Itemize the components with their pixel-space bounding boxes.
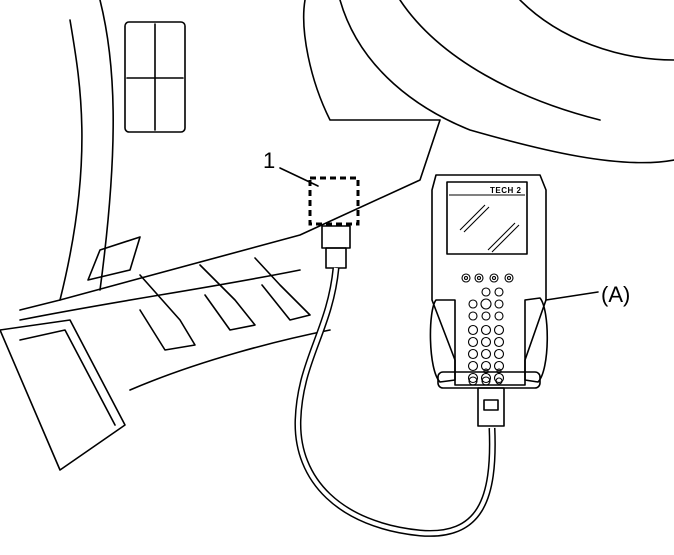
keypad-button xyxy=(467,348,479,360)
leader-line-a xyxy=(545,291,599,301)
keypad-button xyxy=(463,275,469,281)
keypad-button xyxy=(481,376,491,386)
keypad-button xyxy=(493,336,505,348)
keypad-button xyxy=(494,311,504,321)
keypad-button xyxy=(480,298,492,310)
keypad-button xyxy=(481,287,491,297)
keypad-button xyxy=(467,324,479,336)
keypad-button xyxy=(506,275,512,281)
keypad-button xyxy=(504,273,514,283)
keypad-button xyxy=(483,368,489,374)
keypad-button xyxy=(491,275,497,281)
keypad-button xyxy=(461,273,471,283)
keypad-button xyxy=(493,360,505,372)
callout-1-label: 1 xyxy=(263,148,276,173)
keypad-button xyxy=(495,377,503,385)
keypad-button xyxy=(468,376,478,386)
keypad-button xyxy=(467,336,479,348)
keypad-button xyxy=(494,299,504,309)
keypad-button xyxy=(489,273,499,283)
callout-a-label: (A) xyxy=(601,282,631,307)
keypad-button xyxy=(468,299,478,309)
keypad-button xyxy=(480,360,492,372)
keypad-button xyxy=(493,324,505,336)
keypad-button xyxy=(476,275,482,281)
device-name-label: TECH 2 xyxy=(490,186,522,195)
keypad-button xyxy=(474,273,484,283)
keypad-button xyxy=(480,324,492,336)
cable-connector xyxy=(294,225,496,537)
dlc-connector-1 xyxy=(308,176,360,226)
keypad-button xyxy=(467,360,479,372)
keypad-button xyxy=(468,311,478,321)
keypad-button xyxy=(480,348,492,360)
keypad-button xyxy=(481,311,491,321)
dashboard-outline xyxy=(0,0,674,471)
keypad-button xyxy=(467,372,479,384)
keypad-button xyxy=(480,336,492,348)
tech2-device xyxy=(429,174,549,427)
leader-line-1 xyxy=(279,167,319,187)
keypad-button xyxy=(496,368,502,374)
keypad-button xyxy=(494,287,504,297)
keypad-button xyxy=(493,348,505,360)
